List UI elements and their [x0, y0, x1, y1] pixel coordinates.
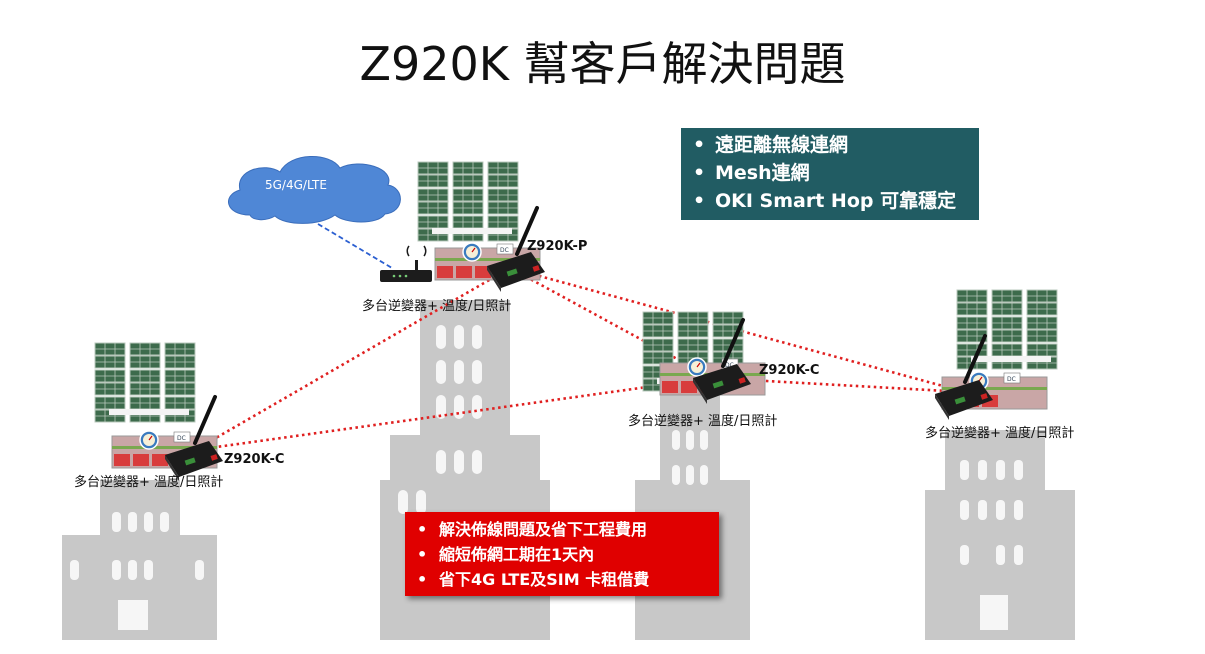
device-label-p: Z920K-P — [527, 239, 588, 254]
caption-middle: 多台逆變器+ 溫度/日照計 — [628, 414, 778, 429]
solar-array-right — [957, 290, 1057, 369]
solar-array-p — [418, 162, 518, 241]
caption-left: 多台逆變器+ 溫度/日照計 — [74, 475, 224, 490]
mesh-links — [194, 266, 966, 452]
benefit-item: 解決佈線問題及省下工程費用 — [417, 517, 719, 542]
page-title: Z920K 幫客戶解決問題 — [359, 37, 846, 91]
caption-right: 多台逆變器+ 溫度/日照計 — [925, 426, 1075, 441]
benefit-item: 縮短佈網工期在1天內 — [417, 542, 719, 567]
cloud-icon — [228, 156, 401, 224]
router-icon — [380, 245, 432, 282]
solar-array-left — [95, 343, 195, 422]
cellular-link — [317, 223, 393, 269]
feature-item: Mesh連網 — [693, 159, 979, 187]
caption-p: 多台逆變器+ 溫度/日照計 — [362, 299, 512, 314]
feature-box: 遠距離無線連網 Mesh連網 OKI Smart Hop 可靠穩定 — [681, 128, 979, 220]
feature-item: OKI Smart Hop 可靠穩定 — [693, 187, 979, 215]
device-label-left: Z920K-C — [224, 452, 285, 467]
cloud-label: 5G/4G/LTE — [265, 178, 327, 192]
benefit-box: 解決佈線問題及省下工程費用 縮短佈網工期在1天內 省下4G LTE及SIM 卡租… — [405, 512, 719, 596]
feature-item: 遠距離無線連網 — [693, 131, 979, 159]
benefit-item: 省下4G LTE及SIM 卡租借費 — [417, 567, 719, 592]
device-label-middle: Z920K-C — [759, 363, 820, 378]
